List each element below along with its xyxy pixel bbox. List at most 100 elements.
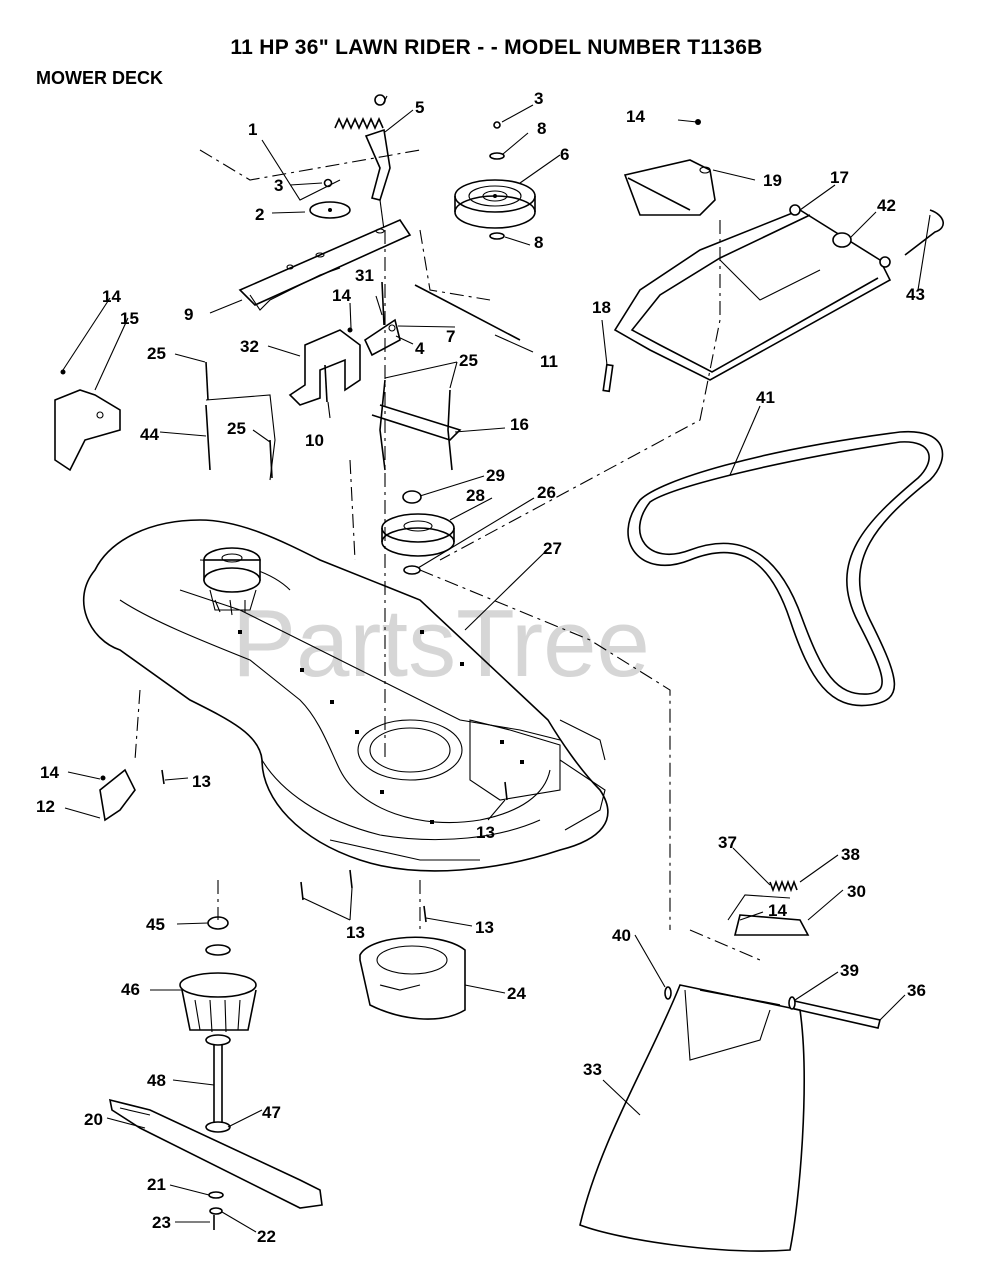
callout-6: 6 xyxy=(560,145,569,164)
pin-part-18 xyxy=(602,363,614,393)
callout-8: 8 xyxy=(534,233,543,252)
washer-part-22 xyxy=(209,1207,223,1215)
bracket-part-15 xyxy=(54,389,121,472)
callout-44: 44 xyxy=(140,425,159,444)
washer-part-8-lower xyxy=(489,232,505,240)
bolt-part-31 xyxy=(381,281,385,326)
bolt-part-13-d xyxy=(423,905,427,923)
callout-17: 17 xyxy=(830,168,849,187)
callout-40: 40 xyxy=(612,926,631,945)
nut-part-3-upper xyxy=(493,121,501,129)
callout-5: 5 xyxy=(415,98,424,117)
bracket-part-12 xyxy=(99,768,136,822)
bolt-part-13-c xyxy=(300,869,353,901)
lift-handle-part-17 xyxy=(613,204,892,381)
callout-41: 41 xyxy=(756,388,775,407)
callout-9: 9 xyxy=(184,305,193,324)
callout-26: 26 xyxy=(537,483,556,502)
leader-lines xyxy=(62,104,931,1233)
rod-part-36 xyxy=(789,999,881,1029)
bag-top-rail xyxy=(699,989,781,1006)
bracket-plate-part-9 xyxy=(238,218,412,311)
callout-14: 14 xyxy=(768,901,787,920)
washer-ring xyxy=(205,944,231,956)
callout-28: 28 xyxy=(466,486,485,505)
callout-29: 29 xyxy=(486,466,505,485)
callout-22: 22 xyxy=(257,1227,276,1246)
shaft-part-48 xyxy=(213,1045,223,1125)
nut-part-14-mid xyxy=(347,327,353,333)
spring-part-37 xyxy=(769,879,798,893)
bolt-part-25-left xyxy=(205,361,209,401)
rod-part-11 xyxy=(414,284,521,341)
callout-25: 25 xyxy=(147,344,166,363)
bracket-part-4 xyxy=(363,318,401,357)
bolt-part-13-b xyxy=(504,781,508,801)
callout-13: 13 xyxy=(475,918,494,937)
washer-part-8-upper xyxy=(489,152,505,160)
callout-12: 12 xyxy=(36,797,55,816)
callout-23: 23 xyxy=(152,1213,171,1232)
callout-10: 10 xyxy=(305,431,324,450)
callout-13: 13 xyxy=(192,772,211,791)
callout-33: 33 xyxy=(583,1060,602,1079)
callout-3: 3 xyxy=(274,176,283,195)
washer-part-42 xyxy=(832,232,852,248)
callout-11: 11 xyxy=(540,352,558,371)
callout-46: 46 xyxy=(121,980,140,999)
callout-21: 21 xyxy=(147,1175,166,1194)
callout-16: 16 xyxy=(510,415,529,434)
callout-15: 15 xyxy=(120,309,139,328)
callout-14: 14 xyxy=(626,107,645,126)
lever-part-5 xyxy=(364,128,391,231)
washer-part-26 xyxy=(403,565,421,575)
callout-25: 25 xyxy=(459,351,478,370)
link-part-16 xyxy=(371,379,462,471)
nut-part-29 xyxy=(402,490,422,504)
callout-43: 43 xyxy=(906,285,925,304)
diagram-title: 11 HP 36" LAWN RIDER - - MODEL NUMBER T1… xyxy=(230,36,763,59)
callout-36: 36 xyxy=(907,981,926,1000)
callout-labels: 1 2 3 3 4 5 6 7 8 8 9 10 11 12 13 13 13 … xyxy=(36,89,926,1246)
callout-14: 14 xyxy=(40,763,59,782)
callout-2: 2 xyxy=(255,205,264,224)
callout-3: 3 xyxy=(534,89,543,108)
lift-bracket-part-19 xyxy=(623,159,716,216)
callout-32: 32 xyxy=(240,337,259,356)
callout-37: 37 xyxy=(718,833,737,852)
pulley-part-28 xyxy=(381,513,455,557)
callout-19: 19 xyxy=(763,171,782,190)
callout-13: 13 xyxy=(476,823,495,842)
belt-part-41 xyxy=(627,430,944,707)
deck-spindle-pulley xyxy=(203,547,261,616)
clip-part-39 xyxy=(788,996,796,1010)
callout-45: 45 xyxy=(146,915,165,934)
callout-47: 47 xyxy=(262,1103,281,1122)
section-title: MOWER DECK xyxy=(36,68,163,88)
callout-14: 14 xyxy=(332,286,351,305)
callout-31: 31 xyxy=(355,266,374,285)
callout-18: 18 xyxy=(592,298,611,317)
callout-38: 38 xyxy=(841,845,860,864)
spindle-housing-part-46 xyxy=(179,972,257,1046)
washer-part-21 xyxy=(208,1191,224,1199)
callout-30: 30 xyxy=(847,882,866,901)
pin-part-43 xyxy=(904,209,944,256)
callout-25: 25 xyxy=(227,419,246,438)
bolt-part-13-a xyxy=(161,769,165,785)
callout-7: 7 xyxy=(446,327,455,346)
clip-part-40 xyxy=(664,986,672,1000)
callout-39: 39 xyxy=(840,961,859,980)
callout-48: 48 xyxy=(147,1071,166,1090)
callout-14: 14 xyxy=(102,287,121,306)
callout-24: 24 xyxy=(507,984,526,1003)
idler-pulley-part-6 xyxy=(454,179,536,229)
grass-bag-part-33 xyxy=(579,984,805,1252)
callout-20: 20 xyxy=(84,1110,103,1129)
bearing-part-47 xyxy=(205,1121,231,1133)
callout-1: 1 xyxy=(248,120,257,139)
blade-part-20 xyxy=(108,1098,323,1209)
rod-part-44 xyxy=(205,404,211,471)
callout-4: 4 xyxy=(415,339,425,358)
bolt-part-25-mid xyxy=(269,439,273,479)
